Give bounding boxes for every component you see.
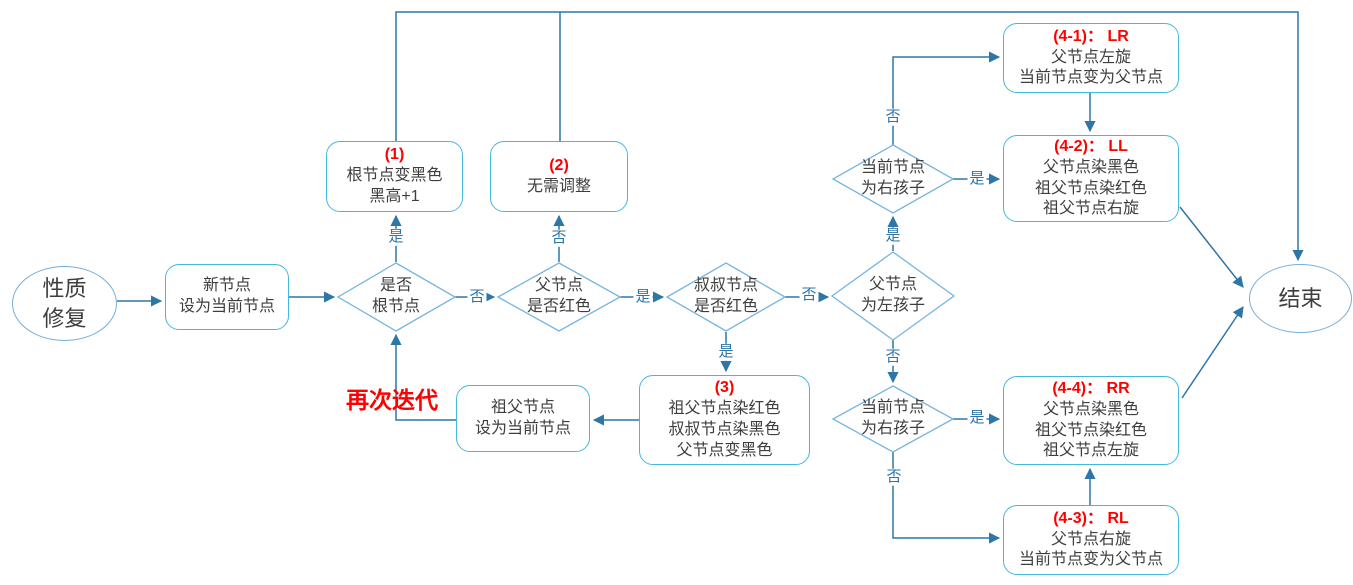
- diamond-uncle-red-label: 叔叔节点 是否红色: [694, 276, 758, 318]
- node-case4-2-line2: 祖父节点染红色: [1034, 179, 1147, 197]
- node-grandparent-line2: 设为当前节点: [474, 419, 571, 437]
- diamond-uncle-red-line2: 是否红色: [693, 298, 759, 315]
- node-case4-4-rr: (4-4)： RR 父节点染黑色 祖父节点染红色 祖父节点左旋: [1003, 376, 1179, 465]
- node-case1-title: (1): [384, 146, 405, 164]
- node-case3: (3) 祖父节点染红色 叔叔节点染黑色 父节点变黑色: [639, 375, 810, 465]
- diamond-cur-right-child-bottom-label: 当前节点 为右孩子: [861, 398, 925, 440]
- diamond-cur-right-top-line2: 为右孩子: [860, 180, 926, 197]
- diamond-parent-red-line2: 是否红色: [526, 298, 592, 315]
- edge-box44-to-end: [1181, 306, 1244, 399]
- node-end: 结束: [1249, 264, 1352, 333]
- node-grandparent-line1: 祖父节点: [490, 398, 555, 416]
- node-case4-1-line2: 当前节点变为父节点: [1018, 69, 1163, 87]
- edge-grandparent-loop-to-isroot: [390, 333, 456, 421]
- node-case1-line2: 黑高+1: [369, 187, 420, 205]
- node-case4-1-lr: (4-1)： LR 父节点左旋 当前节点变为父节点: [1003, 23, 1179, 93]
- edge-label-isroot-no: 否: [467, 287, 487, 306]
- diamond-parent-left-child-shape: [830, 251, 956, 341]
- edge-box42-to-end: [1179, 206, 1244, 288]
- diamond-cur-right-bottom-line1: 当前节点: [860, 399, 926, 417]
- diamond-is-root-line2: 根节点: [371, 298, 421, 315]
- node-new-node-line2: 设为当前节点: [178, 298, 275, 315]
- node-case1-line1: 根节点变黑色: [346, 167, 443, 185]
- edge-label-currighttop-no: 否: [883, 107, 903, 126]
- edge-label-unclered-no: 否: [799, 285, 819, 304]
- node-case4-3-title: (4-3)： RL: [1053, 509, 1129, 527]
- node-case4-4-line3: 祖父节点左旋: [1042, 442, 1139, 460]
- diamond-parent-left-line2: 为左孩子: [860, 297, 926, 314]
- node-case3-line3: 父节点变黑色: [676, 441, 773, 459]
- node-case4-1-title: (4-1)： LR: [1053, 27, 1129, 45]
- edge-label-isroot-yes: 是: [386, 227, 406, 246]
- edge-box1-top-to-end: [395, 11, 1304, 262]
- node-end-label: 结束: [1278, 285, 1323, 311]
- edge-label-parentleft-yes: 是: [883, 226, 903, 245]
- node-case4-3-rl: (4-3)： RL 父节点右旋 当前节点变为父节点: [1003, 505, 1179, 575]
- node-case4-2-title: (4-2)： LL: [1054, 137, 1128, 155]
- node-case4-4-line2: 祖父节点染红色: [1034, 421, 1147, 439]
- node-case4-2-ll: (4-2)： LL 父节点染黑色 祖父节点染红色 祖父节点右旋: [1003, 135, 1179, 222]
- diamond-is-root-line1: 是否: [379, 277, 413, 295]
- diamond-cur-right-child-top-label: 当前节点 为右孩子: [861, 158, 925, 200]
- edge-label-currighttop-yes: 是: [967, 169, 987, 188]
- node-start-line1: 性质: [42, 276, 87, 302]
- diamond-is-root-label: 是否 根节点: [372, 276, 420, 318]
- diamond-parent-left-child-label: 父节点 为左孩子: [861, 275, 925, 317]
- edge-currightbottom-no-to-box43: [892, 452, 1001, 544]
- node-case4-4-line1: 父节点染黑色: [1042, 400, 1139, 418]
- diamond-parent-left-line1: 父节点: [868, 276, 918, 294]
- edge-label-parentred-yes: 是: [633, 287, 653, 306]
- node-case2: (2) 无需调整: [490, 141, 628, 212]
- diamond-uncle-red-line1: 叔叔节点: [693, 277, 759, 295]
- node-case4-1-line1: 父节点左旋: [1050, 48, 1131, 66]
- diamond-cur-right-child-top-shape: [831, 144, 955, 214]
- node-start-line2: 修复: [42, 305, 87, 331]
- edge-label-unclered-yes: 是: [716, 342, 736, 361]
- node-case4-3-line2: 当前节点变为父节点: [1018, 551, 1163, 569]
- diamond-cur-right-bottom-line2: 为右孩子: [860, 420, 926, 437]
- node-case3-line1: 祖父节点染红色: [668, 400, 781, 418]
- node-case4-2-line3: 祖父节点右旋: [1042, 200, 1139, 218]
- node-case4-4-title: (4-4)： RR: [1052, 379, 1130, 397]
- edge-label-currightbottom-yes: 是: [967, 408, 987, 427]
- edge-currighttop-no-to-box41: [892, 51, 1001, 145]
- edge-label-parentleft-no: 否: [883, 347, 903, 366]
- iterate-again-annotation: 再次迭代: [346, 387, 438, 413]
- diamond-parent-red-label: 父节点 是否红色: [527, 276, 591, 318]
- node-new-node-line1: 新节点: [202, 277, 251, 295]
- diamond-parent-red-shape: [496, 262, 622, 332]
- node-case1: (1) 根节点变黑色 黑高+1: [326, 141, 463, 212]
- node-case4-3-line1: 父节点右旋: [1050, 530, 1131, 548]
- edge-label-currightbottom-no: 否: [884, 467, 904, 486]
- diamond-parent-red-line1: 父节点: [534, 277, 584, 295]
- node-case2-title: (2): [549, 156, 569, 174]
- node-grandparent-as-current: 祖父节点 设为当前节点: [456, 385, 590, 452]
- diamond-uncle-red-shape: [665, 262, 787, 332]
- node-start: 性质 修复: [12, 266, 117, 341]
- diamond-is-root-shape: [336, 262, 457, 332]
- diamond-cur-right-child-bottom-shape: [831, 385, 955, 453]
- node-case2-line1: 无需调整: [526, 177, 591, 195]
- node-case3-title: (3): [714, 379, 735, 397]
- edge-label-parentred-no: 否: [549, 228, 569, 247]
- node-case4-2-line1: 父节点染黑色: [1042, 158, 1139, 176]
- node-new-node: 新节点 设为当前节点: [165, 264, 289, 330]
- node-case3-line2: 叔叔节点染黑色: [668, 421, 781, 438]
- diamond-cur-right-top-line1: 当前节点: [860, 159, 926, 177]
